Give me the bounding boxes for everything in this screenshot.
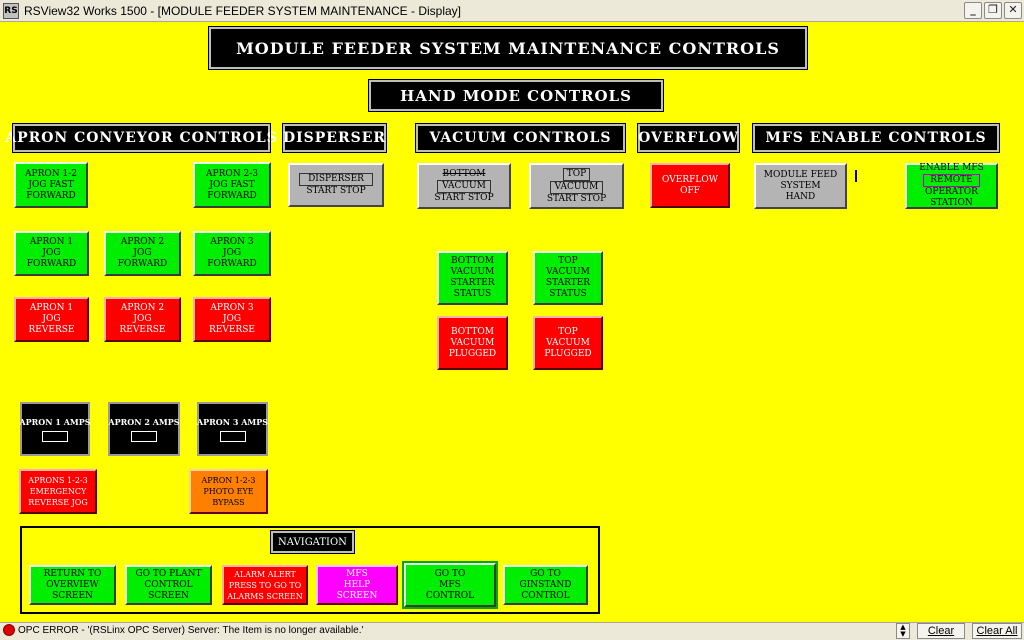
apron-3-amps-value <box>219 430 246 442</box>
status-scroll-spinner[interactable]: ▲▼ <box>896 623 910 639</box>
error-icon <box>3 624 15 636</box>
disperser-section-header: DISPERSER <box>282 123 387 153</box>
enable-mfs-remote-operator-station-button[interactable]: ENABLE MFS REMOTE OPERATOR STATION <box>905 163 998 209</box>
window-titlebar <box>0 0 1024 22</box>
restore-button[interactable]: ❐ <box>984 2 1002 19</box>
overflow-section-header: OVERFLOW <box>637 123 740 153</box>
bottom-vacuum-start-stop-button[interactable]: BOTTOM VACUUM START STOP <box>417 163 511 209</box>
clear-button[interactable]: Clear <box>917 623 965 639</box>
close-button[interactable]: ✕ <box>1004 2 1022 19</box>
status-message: OPC ERROR - '(RSLinx OPC Server) Server:… <box>18 625 364 636</box>
apron-2-amps-value <box>131 430 157 442</box>
navigation-title: NAVIGATION <box>270 530 355 554</box>
top-vacuum-start-stop-button[interactable]: TOP VACUUM START STOP <box>529 163 624 209</box>
vacuum-section-header: VACUUM CONTROLS <box>415 123 626 153</box>
cursor-marker <box>855 170 857 182</box>
disperser-start-stop-button[interactable]: DISPERSER START STOP <box>288 163 384 207</box>
status-bar <box>0 622 1024 640</box>
window-title: RSView32 Works 1500 - [MODULE FEEDER SYS… <box>24 4 461 18</box>
apron-2-amps-display: APRON 2 AMPS <box>108 402 180 456</box>
page-title: MODULE FEEDER SYSTEM MAINTENANCE CONTROL… <box>208 26 808 70</box>
apron-3-amps-display: APRON 3 AMPS <box>197 402 268 456</box>
minimize-button[interactable]: _ <box>964 2 982 19</box>
apron-1-amps-value <box>42 430 68 442</box>
mfs-enable-section-header: MFS ENABLE CONTROLS <box>752 123 1000 153</box>
clear-all-button[interactable]: Clear All <box>972 623 1022 639</box>
apron-section-header: APRON CONVEYOR CONTROLS <box>5 123 277 153</box>
hand-mode-title: HAND MODE CONTROLS <box>368 79 664 112</box>
app-icon[interactable]: RS <box>3 3 19 19</box>
apron-1-amps-display: APRON 1 AMPS <box>19 402 91 456</box>
navigation-panel <box>20 526 600 614</box>
